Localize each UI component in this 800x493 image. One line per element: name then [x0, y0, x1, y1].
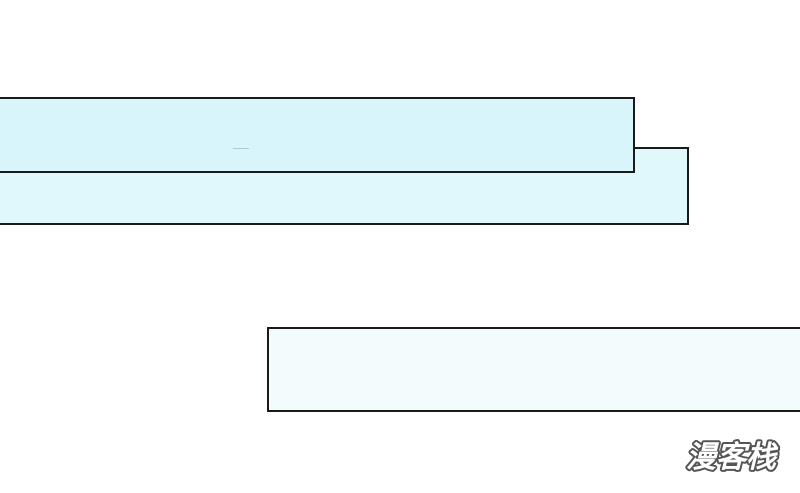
watermark-logo-graphic: 漫客栈 漫客栈 — [684, 438, 781, 477]
watermark-outline: 漫客栈 — [686, 440, 779, 475]
watermark-logo: 漫客栈 漫客栈 — [672, 434, 790, 478]
watermark-text: 漫客栈 — [686, 440, 779, 475]
comic-panel-top — [0, 97, 635, 173]
comic-panel-bottom — [267, 327, 800, 412]
small-dash-mark — [233, 148, 249, 149]
